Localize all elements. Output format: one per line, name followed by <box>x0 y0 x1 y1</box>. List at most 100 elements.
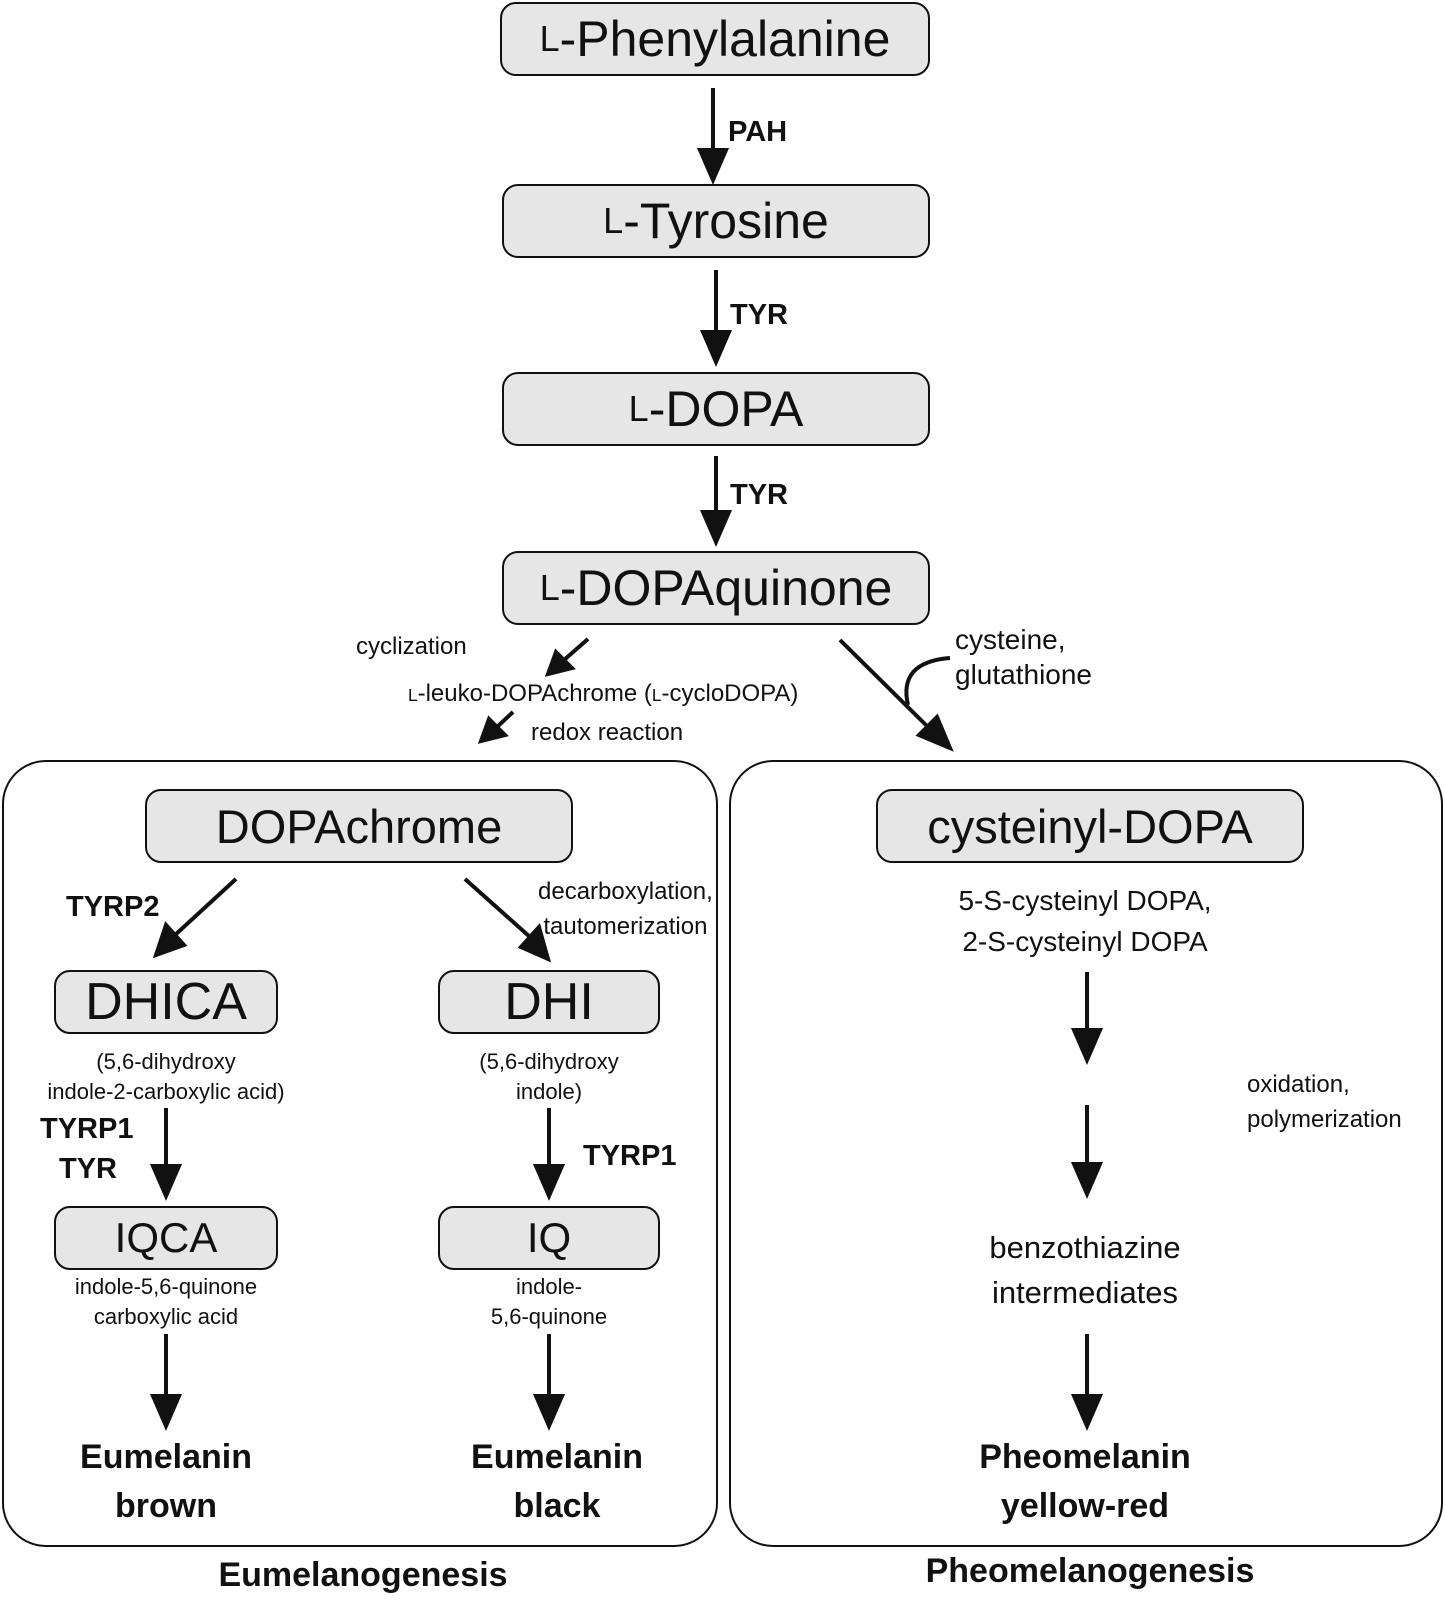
node-label: -Tyrosine <box>623 193 829 249</box>
note-oxidation-polymerization: oxidation, polymerization <box>1247 1068 1402 1138</box>
subtitle-line: indole- <box>515 1274 583 1299</box>
node-label: IQCA <box>114 1214 218 1261</box>
end-product-eumelanin-brown: Eumelanin brown <box>80 1433 252 1532</box>
enzyme-tyr-left: TYR <box>59 1153 117 1185</box>
node-cysteinyl-dopa: cysteinyl-DOPA <box>876 789 1304 863</box>
subtitle-cysteinyl-dopa: 5-S-cysteinyl DOPA, 2-S-cysteinyl DOPA <box>958 881 1211 962</box>
node-label: -DOPAquinone <box>559 560 893 616</box>
small-cap-l: L <box>539 567 560 608</box>
note-leuko-dopachrome: L-leuko-DOPAchrome (L-cycloDOPA) <box>408 679 798 709</box>
subtitle-iqca: indole-5,6-quinone carboxylic acid <box>75 1272 257 1331</box>
node-dhi: DHI <box>438 970 660 1034</box>
subtitle-line: benzothiazine <box>989 1230 1181 1265</box>
note-glutathione: glutathione <box>955 659 1093 690</box>
small-cap-l: L <box>603 200 624 241</box>
note-oxidation: oxidation, <box>1247 1071 1350 1098</box>
end-line: yellow-red <box>1000 1487 1170 1526</box>
arrowhead <box>149 1164 183 1202</box>
note-polymerization: polymerization <box>1247 1105 1402 1133</box>
arrowhead <box>696 148 730 186</box>
subtitle-line: (5,6-dihydroxy <box>479 1049 619 1074</box>
subtitle-line: 5,6-quinone <box>490 1303 608 1329</box>
subtitle-line: (5,6-dihydroxy <box>96 1049 236 1074</box>
section-title-eumelanogenesis: Eumelanogenesis <box>218 1556 508 1594</box>
arrowhead <box>152 921 188 959</box>
node-iq: IQ <box>438 1206 660 1270</box>
node-l-dopaquinone: L-DOPAquinone <box>502 551 930 625</box>
subtitle-line: carboxylic acid <box>93 1303 239 1329</box>
node-label: -Phenylalanine <box>559 11 891 67</box>
subtitle-line: indole-5,6-quinone <box>74 1274 258 1299</box>
note-redox-reaction: redox reaction <box>531 719 684 746</box>
node-dopachrome: DOPAchrome <box>145 789 573 863</box>
node-l-phenylalanine: L-Phenylalanine <box>500 2 930 76</box>
arrow-tyrp2 <box>173 877 238 937</box>
note-decarboxylation: decarboxylation, <box>538 878 713 905</box>
node-label: -DOPA <box>648 381 804 437</box>
arrow-decarboxylation <box>463 877 532 939</box>
end-line: Eumelanin <box>80 1438 252 1476</box>
note-cysteine-glutathione: cysteine, glutathione <box>955 622 1092 692</box>
arrowhead <box>1070 1394 1104 1432</box>
arrowhead <box>149 1394 183 1432</box>
arrowhead <box>532 1394 566 1432</box>
cyclo-text: -cycloDOPA) <box>661 680 799 707</box>
enzyme-tyrp2: TYRP2 <box>66 891 160 923</box>
end-line: Eumelanin <box>471 1438 643 1476</box>
node-label: DHICA <box>85 973 247 1031</box>
subtitle-line: intermediates <box>991 1274 1179 1310</box>
subtitle-dhica: (5,6-dihydroxy indole-2-carboxylic acid) <box>47 1047 284 1106</box>
enzyme-tyr-2: TYR <box>730 479 788 511</box>
leuko-text: -leuko-DOPAchrome ( <box>417 680 652 707</box>
enzyme-tyrp1-left: TYRP1 <box>40 1113 134 1145</box>
node-label: DOPAchrome <box>215 799 503 853</box>
arrowhead <box>699 330 733 368</box>
end-line: brown <box>115 1487 217 1526</box>
subtitle-line: indole-2-carboxylic acid) <box>47 1078 285 1104</box>
node-label: cysteinyl-DOPA <box>927 799 1253 853</box>
small-cap-l: L <box>651 685 662 705</box>
enzyme-pah: PAH <box>728 116 788 148</box>
note-tautomerization: tautomerization <box>543 912 708 940</box>
enzyme-tyr-1: TYR <box>730 299 788 331</box>
small-cap-l: L <box>408 685 418 705</box>
arrow-cysteine-curve <box>904 656 951 706</box>
enzyme-tyrp1-right: TYRP1 <box>583 1140 677 1172</box>
subtitle-iq: indole- 5,6-quinone <box>491 1272 607 1331</box>
node-label: IQ <box>526 1214 572 1261</box>
end-line: black <box>513 1487 601 1526</box>
subtitle-line: indole) <box>515 1078 583 1104</box>
arrow-redox <box>495 710 515 729</box>
arrowhead <box>544 648 576 677</box>
node-dhica: DHICA <box>54 970 278 1034</box>
arrow-cyclization <box>562 637 590 662</box>
end-product-eumelanin-black: Eumelanin black <box>471 1433 643 1532</box>
arrowhead <box>532 1164 566 1202</box>
note-cysteine: cysteine, <box>955 624 1066 655</box>
arrowhead <box>1070 1162 1104 1200</box>
node-l-tyrosine: L-Tyrosine <box>502 184 930 258</box>
end-line: Pheomelanin <box>979 1438 1191 1476</box>
node-iqca: IQCA <box>54 1206 278 1270</box>
small-cap-l: L <box>539 18 560 59</box>
eumelanogenesis-panel <box>2 760 718 1547</box>
end-product-pheomelanin: Pheomelanin yellow-red <box>979 1433 1191 1532</box>
node-l-dopa: L-DOPA <box>502 372 930 446</box>
label-benzothiazine-intermediates: benzothiazine intermediates <box>989 1226 1180 1316</box>
node-label: DHI <box>504 973 594 1031</box>
subtitle-dhi: (5,6-dihydroxy indole) <box>479 1047 618 1106</box>
arrowhead <box>699 510 733 548</box>
small-cap-l: L <box>628 388 649 429</box>
note-decarboxylation-tautomerization: decarboxylation, tautomerization <box>538 875 713 945</box>
arrow-to-cysteinyl <box>838 638 932 731</box>
arrowhead <box>477 715 509 744</box>
subtitle-line: 5-S-cysteinyl DOPA, <box>958 885 1212 916</box>
note-cyclization: cyclization <box>356 633 467 660</box>
subtitle-line: 2-S-cysteinyl DOPA <box>962 925 1208 957</box>
arrowhead <box>915 713 954 752</box>
arrowhead <box>517 922 552 963</box>
pheomelanogenesis-panel <box>729 760 1443 1547</box>
section-title-pheomelanogenesis: Pheomelanogenesis <box>925 1552 1255 1590</box>
arrowhead <box>1070 1028 1104 1066</box>
